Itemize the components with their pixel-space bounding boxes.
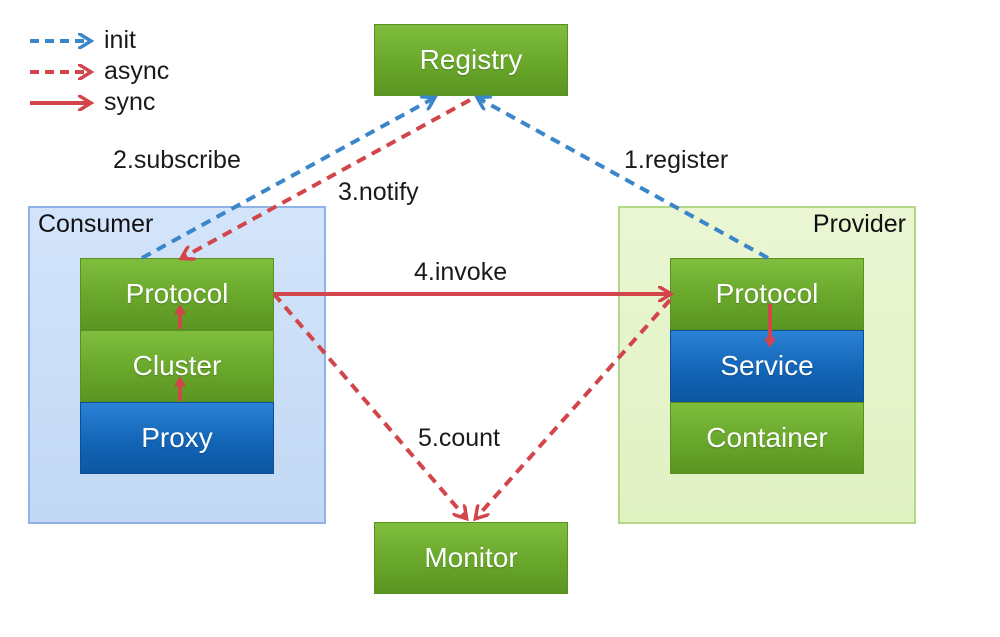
notify-label: 3.notify xyxy=(338,178,419,206)
provider-protocol-node: Protocol xyxy=(670,258,864,330)
provider-protocol-label: Protocol xyxy=(715,278,819,309)
subscribe-label: 2.subscribe xyxy=(113,146,241,174)
registry-label: Registry xyxy=(419,44,523,75)
legend-sync-label: sync xyxy=(104,88,156,116)
monitor-label: Monitor xyxy=(424,542,518,573)
consumer-protocol-label: Protocol xyxy=(125,278,229,309)
legend-async-label: async xyxy=(104,57,170,85)
provider-title: Provider xyxy=(812,210,906,238)
monitor-node: Monitor xyxy=(374,522,568,594)
consumer-proxy-node: Proxy xyxy=(80,402,274,474)
invoke-label: 4.invoke xyxy=(414,258,508,286)
provider-container-node: Container xyxy=(670,402,864,474)
provider-container-label: Container xyxy=(706,422,828,453)
provider-service-label: Service xyxy=(720,350,814,381)
legend-init-label: init xyxy=(104,26,136,54)
count-label: 5.count xyxy=(418,424,501,452)
registry-node: Registry xyxy=(374,24,568,96)
count-consumer-arrow xyxy=(272,292,466,518)
consumer-cluster-node: Cluster xyxy=(80,330,274,402)
notify-arrow xyxy=(182,98,471,258)
register-arrow xyxy=(478,98,769,260)
consumer-proxy-label: Proxy xyxy=(141,422,213,453)
register-label: 1.register xyxy=(624,146,729,174)
consumer-protocol-node: Protocol xyxy=(80,258,274,330)
consumer-title: Consumer xyxy=(38,210,154,238)
count-provider-arrow xyxy=(476,298,672,518)
consumer-cluster-label: Cluster xyxy=(132,350,222,381)
subscribe-arrow xyxy=(141,98,434,260)
